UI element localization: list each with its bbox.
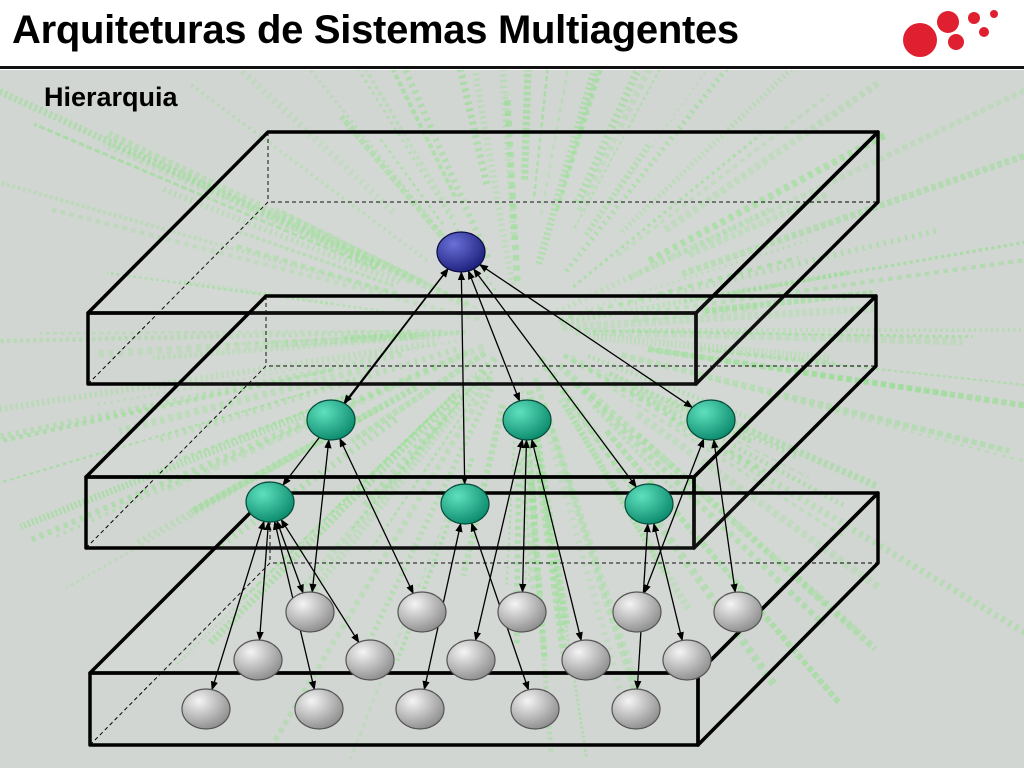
agent-node-low-g8: [446, 639, 496, 681]
agent-node-mid-m3: [686, 399, 736, 441]
agent-node-mid-m2: [502, 399, 552, 441]
edge-m4-g7: [280, 518, 360, 644]
agent-node-top-t: [436, 231, 486, 273]
agent-node-low-g5: [713, 591, 763, 633]
agent-node-low-g1: [285, 591, 335, 633]
title-divider: [0, 66, 1024, 69]
agent-node-low-g13: [395, 688, 445, 730]
agent-node-low-g2: [397, 591, 447, 633]
edge-m3-g5: [711, 438, 738, 594]
agent-node-low-g6: [233, 639, 283, 681]
agent-node-low-g4: [612, 591, 662, 633]
agent-node-mid-m4: [245, 481, 295, 523]
agent-node-low-g12: [294, 688, 344, 730]
edge-m2-g3: [519, 439, 530, 593]
agent-node-low-g10: [662, 639, 712, 681]
edge-t-m5: [457, 271, 469, 485]
agent-node-low-g3: [497, 591, 547, 633]
agent-node-low-g7: [345, 639, 395, 681]
agent-node-mid-m6: [624, 483, 674, 525]
edge-m4-g11: [210, 520, 266, 691]
edge-m2-g8: [473, 438, 525, 642]
edge-g4-m3: [643, 438, 705, 594]
edge-m1-g2: [339, 437, 414, 595]
agent-node-mid-m5: [440, 483, 490, 525]
edge-t-m6: [473, 268, 637, 488]
agent-node-low-g11: [181, 688, 231, 730]
bubbles-logo-icon: [903, 10, 998, 57]
agent-node-mid-m1: [306, 399, 356, 441]
agent-node-low-g15: [611, 688, 661, 730]
agent-node-low-g14: [510, 688, 560, 730]
agent-node-low-g9: [561, 639, 611, 681]
slide-title: Arquiteturas de Sistemas Multiagentes: [12, 8, 739, 52]
edge-m2-g9: [530, 438, 583, 642]
slide-subtitle: Hierarquia: [44, 82, 178, 112]
